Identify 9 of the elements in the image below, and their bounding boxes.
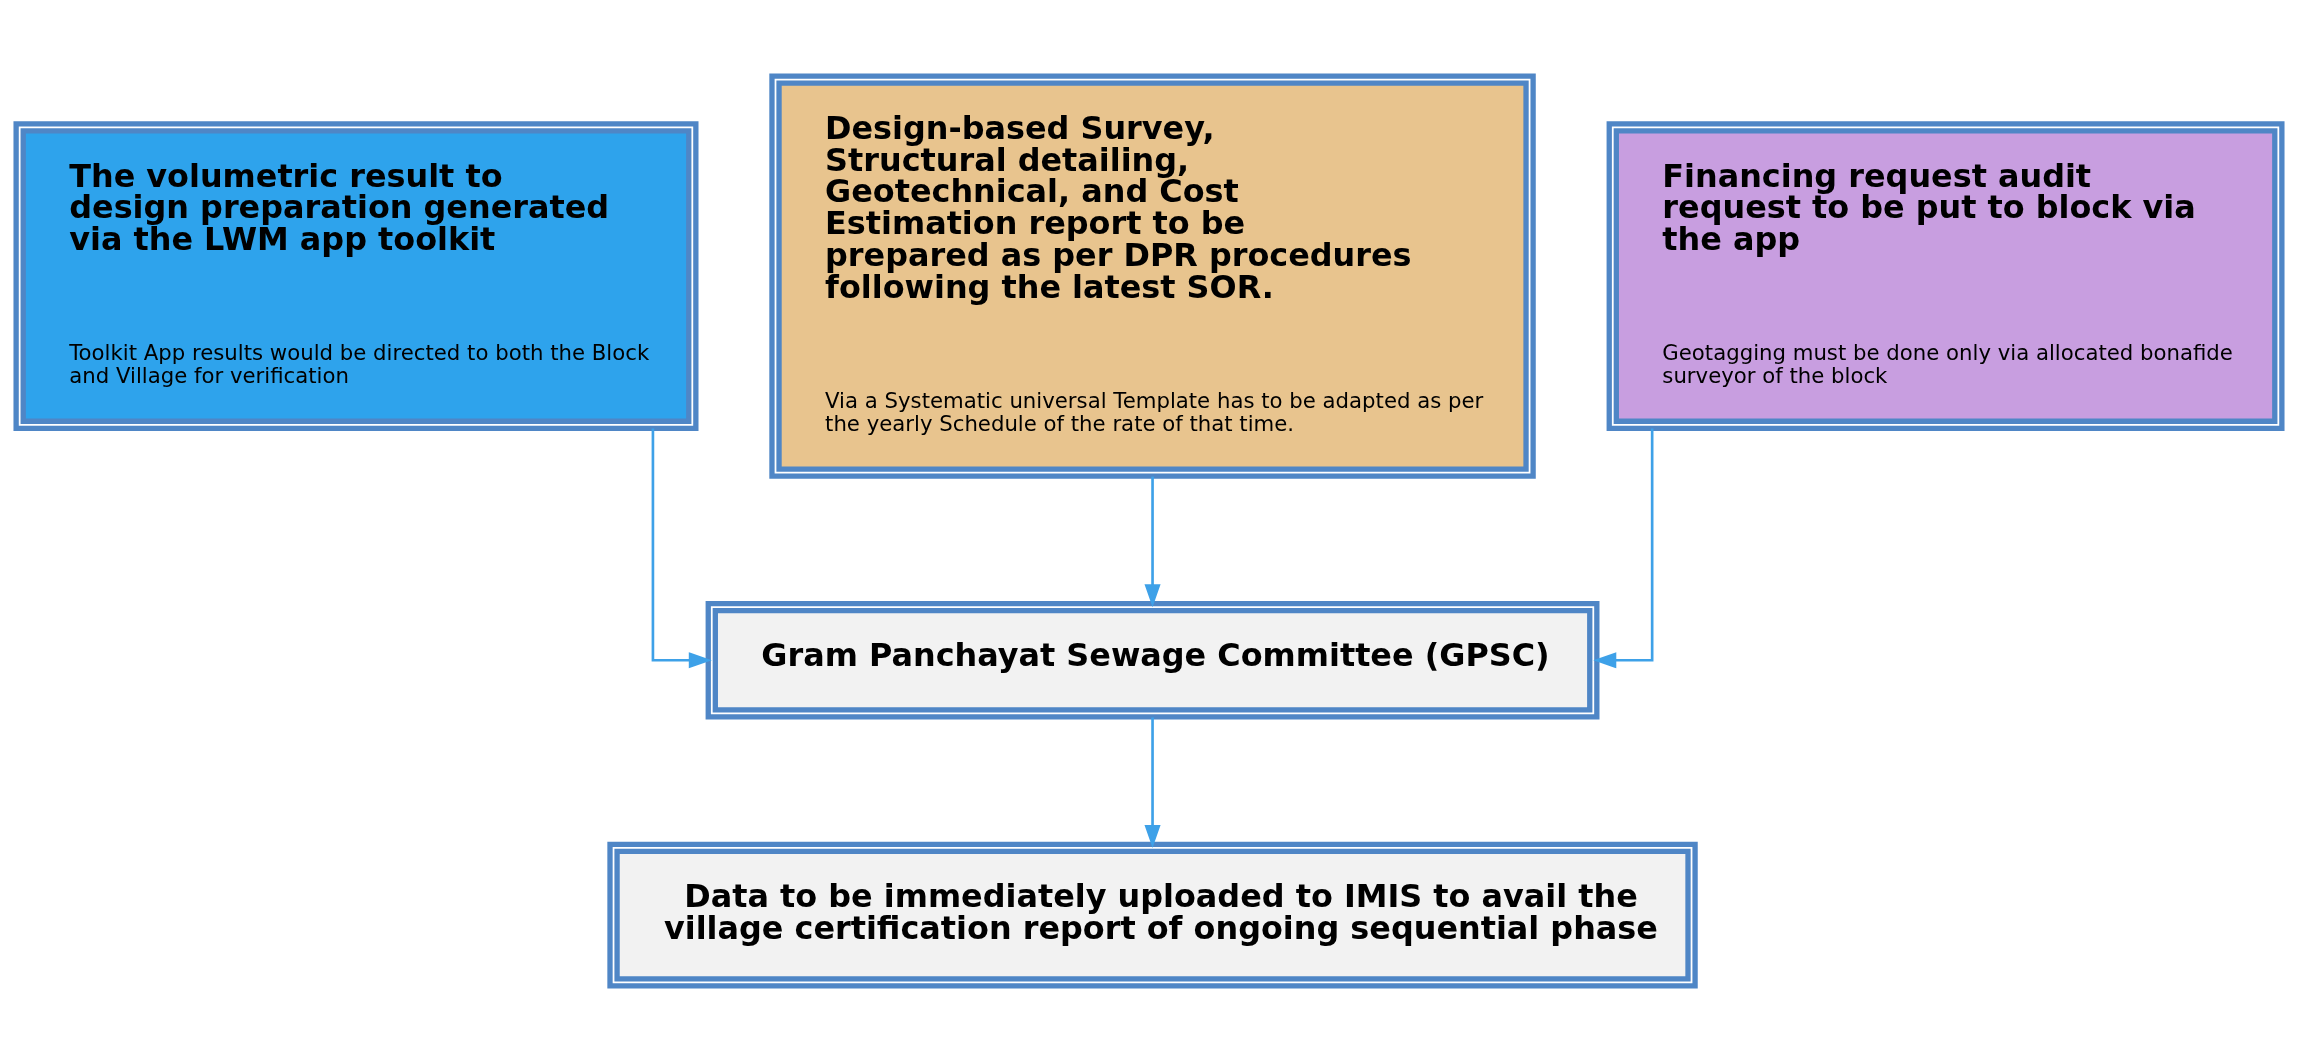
arrow bbox=[651, 427, 712, 668]
node-box: Gram Panchayat Sewage Committee (GPSC) bbox=[705, 600, 1600, 719]
node-box: Data to be immediately uploaded to IMIS to avail the village certification report of ongoing sequential phase bbox=[607, 841, 1698, 989]
node-box: Design-based Survey, Structural detailing, Geotechnical, and Cost Estimation report to be prepared as per DPR procedures following the latest SOR. Via a Systematic universal Template has to be adapted as per the yearly Schedule of the rate of that time. bbox=[769, 72, 1536, 479]
node-box: The volumetric result to design preparation generated via the LWM app toolkit Toolkit App results would be directed to both the Block and Village for verification bbox=[13, 120, 699, 431]
arrow bbox=[1593, 427, 1654, 668]
node-box: Financing request audit request to be put to block via the app Geotagging must be done only via allocated bonafide surveyor of the block bbox=[1606, 120, 2285, 431]
arrow bbox=[1144, 716, 1161, 848]
arrow bbox=[1144, 476, 1161, 607]
